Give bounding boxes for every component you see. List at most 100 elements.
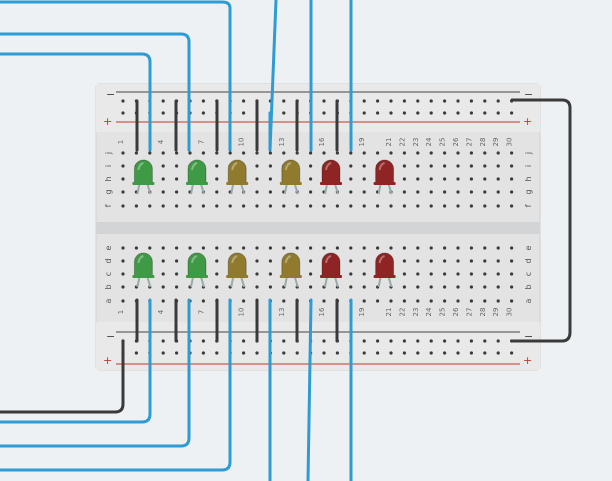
terminal-hole[interactable] — [215, 151, 219, 155]
terminal-hole[interactable] — [443, 151, 447, 155]
terminal-hole[interactable] — [416, 285, 420, 289]
terminal-hole[interactable] — [389, 299, 393, 303]
terminal-hole[interactable] — [148, 151, 152, 155]
rail-hole[interactable] — [242, 111, 246, 115]
terminal-hole[interactable] — [469, 177, 473, 181]
terminal-hole[interactable] — [161, 204, 165, 208]
rail-hole[interactable] — [416, 339, 420, 343]
terminal-hole[interactable] — [161, 190, 165, 194]
terminal-hole[interactable] — [309, 272, 313, 276]
terminal-hole[interactable] — [282, 151, 286, 155]
terminal-hole[interactable] — [349, 246, 353, 250]
terminal-hole[interactable] — [362, 272, 366, 276]
terminal-hole[interactable] — [121, 151, 125, 155]
rail-hole[interactable] — [416, 99, 420, 103]
terminal-hole[interactable] — [309, 246, 313, 250]
terminal-hole[interactable] — [402, 151, 406, 155]
terminal-hole[interactable] — [416, 177, 420, 181]
rail-hole[interactable] — [376, 339, 380, 343]
terminal-hole[interactable] — [469, 190, 473, 194]
led-top-2[interactable] — [186, 159, 208, 195]
terminal-hole[interactable] — [496, 164, 500, 168]
terminal-hole[interactable] — [483, 259, 487, 263]
terminal-hole[interactable] — [161, 299, 165, 303]
terminal-hole[interactable] — [456, 299, 460, 303]
terminal-hole[interactable] — [242, 151, 246, 155]
terminal-hole[interactable] — [121, 285, 125, 289]
terminal-hole[interactable] — [429, 177, 433, 181]
terminal-hole[interactable] — [268, 164, 272, 168]
rail-hole[interactable] — [429, 111, 433, 115]
terminal-hole[interactable] — [215, 204, 219, 208]
terminal-hole[interactable] — [134, 246, 138, 250]
rail-hole[interactable] — [161, 111, 165, 115]
rail-hole[interactable] — [215, 351, 219, 355]
terminal-hole[interactable] — [268, 246, 272, 250]
terminal-hole[interactable] — [161, 177, 165, 181]
rail-hole[interactable] — [295, 351, 299, 355]
rail-hole[interactable] — [376, 351, 380, 355]
terminal-hole[interactable] — [362, 151, 366, 155]
terminal-hole[interactable] — [121, 299, 125, 303]
terminal-hole[interactable] — [389, 151, 393, 155]
terminal-hole[interactable] — [456, 164, 460, 168]
terminal-hole[interactable] — [376, 299, 380, 303]
terminal-hole[interactable] — [510, 190, 514, 194]
terminal-hole[interactable] — [255, 204, 259, 208]
rail-hole[interactable] — [496, 99, 500, 103]
terminal-hole[interactable] — [148, 246, 152, 250]
terminal-hole[interactable] — [228, 204, 232, 208]
terminal-hole[interactable] — [362, 177, 366, 181]
wires[interactable] — [0, 0, 572, 481]
terminal-hole[interactable] — [483, 151, 487, 155]
terminal-hole[interactable] — [456, 190, 460, 194]
rail-hole[interactable] — [121, 111, 125, 115]
rail-hole[interactable] — [242, 339, 246, 343]
terminal-hole[interactable] — [134, 204, 138, 208]
wire-bottom-1[interactable] — [0, 298, 152, 424]
terminal-hole[interactable] — [362, 164, 366, 168]
terminal-hole[interactable] — [121, 204, 125, 208]
terminal-hole[interactable] — [376, 151, 380, 155]
terminal-hole[interactable] — [402, 177, 406, 181]
terminal-hole[interactable] — [255, 151, 259, 155]
terminal-hole[interactable] — [443, 272, 447, 276]
terminal-hole[interactable] — [309, 164, 313, 168]
rail-hole[interactable] — [429, 339, 433, 343]
rail-hole[interactable] — [242, 351, 246, 355]
wire-top-1[interactable] — [0, 52, 152, 152]
terminal-hole[interactable] — [215, 164, 219, 168]
terminal-hole[interactable] — [456, 151, 460, 155]
led-top-1[interactable] — [132, 159, 155, 195]
terminal-hole[interactable] — [295, 246, 299, 250]
terminal-hole[interactable] — [268, 259, 272, 263]
terminal-hole[interactable] — [349, 204, 353, 208]
terminal-hole[interactable] — [443, 299, 447, 303]
terminal-hole[interactable] — [496, 246, 500, 250]
terminal-hole[interactable] — [402, 272, 406, 276]
led-top-5[interactable] — [320, 159, 342, 195]
rail-hole[interactable] — [469, 111, 473, 115]
terminal-hole[interactable] — [282, 204, 286, 208]
rail-hole[interactable] — [242, 99, 246, 103]
terminal-hole[interactable] — [215, 285, 219, 289]
rail-hole[interactable] — [443, 351, 447, 355]
rail-hole[interactable] — [429, 99, 433, 103]
terminal-hole[interactable] — [268, 190, 272, 194]
terminal-hole[interactable] — [228, 151, 232, 155]
led-bot-1[interactable] — [132, 252, 155, 288]
wire-bottom-5[interactable] — [306, 298, 313, 481]
terminal-hole[interactable] — [376, 204, 380, 208]
terminal-hole[interactable] — [496, 285, 500, 289]
rail-hole[interactable] — [322, 99, 326, 103]
rail-hole[interactable] — [161, 351, 165, 355]
rail-hole[interactable] — [469, 99, 473, 103]
terminal-hole[interactable] — [349, 285, 353, 289]
terminal-hole[interactable] — [349, 190, 353, 194]
rail-hole[interactable] — [416, 351, 420, 355]
rail-hole[interactable] — [322, 351, 326, 355]
terminal-hole[interactable] — [322, 204, 326, 208]
rail-hole[interactable] — [416, 111, 420, 115]
rail-hole[interactable] — [282, 99, 286, 103]
